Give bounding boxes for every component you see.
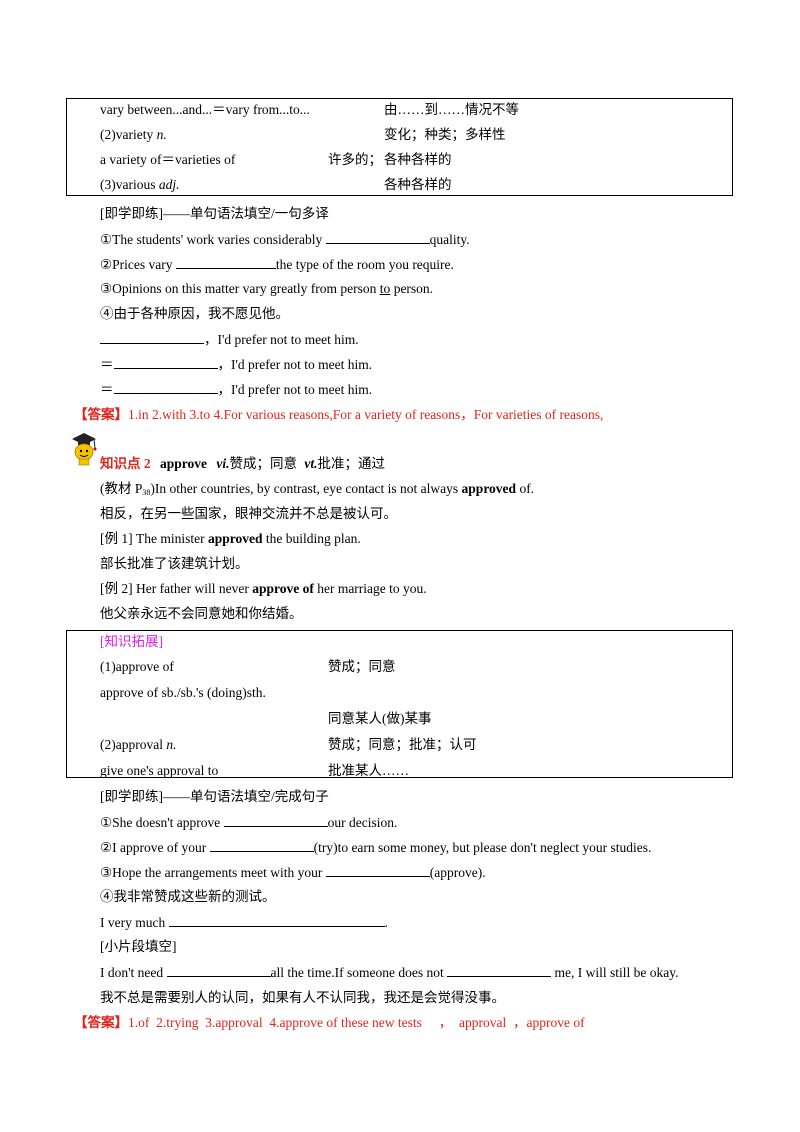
box1-row1-zh: 由……到……情况不等	[384, 102, 519, 117]
answer-blank[interactable]	[113, 355, 218, 369]
box1-row2-en: (2)variety n.	[100, 127, 167, 142]
example-2: [例 2] Her father will never approve of h…	[100, 581, 427, 596]
box2-row4-en: give one's approval to	[100, 763, 219, 778]
practice1-line1: ，I'd prefer not to meet him.	[100, 330, 359, 349]
practice2-q4-line: I very much .	[100, 913, 388, 930]
scholar-cap-icon	[72, 433, 97, 466]
box1-row4-en: (3)various adj.	[100, 177, 180, 192]
box2-row3-zh: 赞成；同意；批准；认可	[328, 737, 477, 752]
mini-passage-translation: 我不总是需要别人的认同，如果有人不认同我，我还是会觉得没事。	[100, 990, 505, 1005]
practice2-q1: ①She doesn't approve our decision.	[100, 813, 398, 830]
practice2-q2: ②I approve of your (try)to earn some mon…	[100, 838, 652, 855]
textbook-source: (教材 P38)In other countries, by contrast,…	[100, 481, 535, 497]
box1-row3-zh-b: 各种各样的	[384, 152, 452, 167]
example-1-translation: 部长批准了该建筑计划。	[100, 556, 249, 571]
answer2: 【答案】1.of 2.trying 3.approval 4.approve o…	[74, 1015, 585, 1030]
box2-row1-en: (1)approve of	[100, 659, 174, 674]
box2-row2-en: approve of sb./sb.'s (doing)sth.	[100, 685, 266, 700]
box1-row3-zh-a: 许多的；	[328, 152, 382, 167]
knowledge-point-2-title: 知识点 2 approve vi.赞成；同意 vt.批准；通过	[100, 456, 386, 471]
practice2-q3: ③Hope the arrangements meet with your (a…	[100, 863, 486, 880]
textbook-source-translation: 相反，在另一些国家，眼神交流并不总是被认可。	[100, 506, 397, 521]
box1-row1-en: vary between...and...＝vary from...to...	[100, 102, 310, 117]
word-variations-box	[66, 98, 733, 196]
box2-row3-en: (2)approval n.	[100, 737, 177, 752]
answer-blank[interactable]	[113, 380, 218, 394]
practice1-q3: ③Opinions on this matter vary greatly fr…	[100, 281, 434, 296]
practice1-heading: [即学即练]——单句语法填空/一句多译	[100, 206, 329, 221]
box1-row2-zh: 变化；种类；多样性	[384, 127, 506, 142]
practice1-q1: ①The students' work varies considerably …	[100, 230, 470, 247]
answer-blank[interactable]	[175, 255, 276, 269]
practice1-line3: ＝，I'd prefer not to meet him.	[100, 380, 373, 397]
example-2-translation: 他父亲永远不会同意她和你结婚。	[100, 606, 303, 621]
box2-row4-zh: 批准某人……	[328, 763, 409, 778]
example-1: [例 1] The minister approved the building…	[100, 531, 361, 546]
answer-blank[interactable]	[325, 863, 430, 877]
knowledge-extension-heading: [知识拓展]	[100, 634, 163, 649]
answer-blank[interactable]	[209, 838, 314, 852]
mini-passage-heading: [小片段填空]	[100, 939, 177, 954]
box1-row4-zh: 各种各样的	[384, 177, 452, 192]
mini-passage-line: I don't need all the time.If someone doe…	[100, 963, 679, 980]
knowledge-extension-box	[66, 630, 733, 778]
answer-blank[interactable]	[100, 330, 204, 344]
answer-blank[interactable]	[325, 230, 430, 244]
answer-blank[interactable]	[447, 963, 552, 977]
practice2-heading: [即学即练]——单句语法填空/完成句子	[100, 789, 329, 804]
practice1-q2: ②Prices vary the type of the room you re…	[100, 255, 454, 272]
box2-row1-zh: 赞成；同意	[328, 659, 396, 674]
answer-blank[interactable]	[168, 913, 385, 927]
box1-row3-en: a variety of＝varieties of	[100, 152, 236, 167]
box2-row2-zh: 同意某人(做)某事	[328, 711, 432, 726]
answer-blank[interactable]	[223, 813, 328, 827]
practice2-q4: ④我非常赞成这些新的测试。	[100, 889, 276, 904]
practice1-line2: ＝，I'd prefer not to meet him.	[100, 355, 373, 372]
practice1-q4: ④由于各种原因，我不愿见他。	[100, 306, 289, 321]
answer-blank[interactable]	[166, 963, 271, 977]
answer1: 【答案】1.in 2.with 3.to 4.For various reaso…	[74, 407, 604, 422]
